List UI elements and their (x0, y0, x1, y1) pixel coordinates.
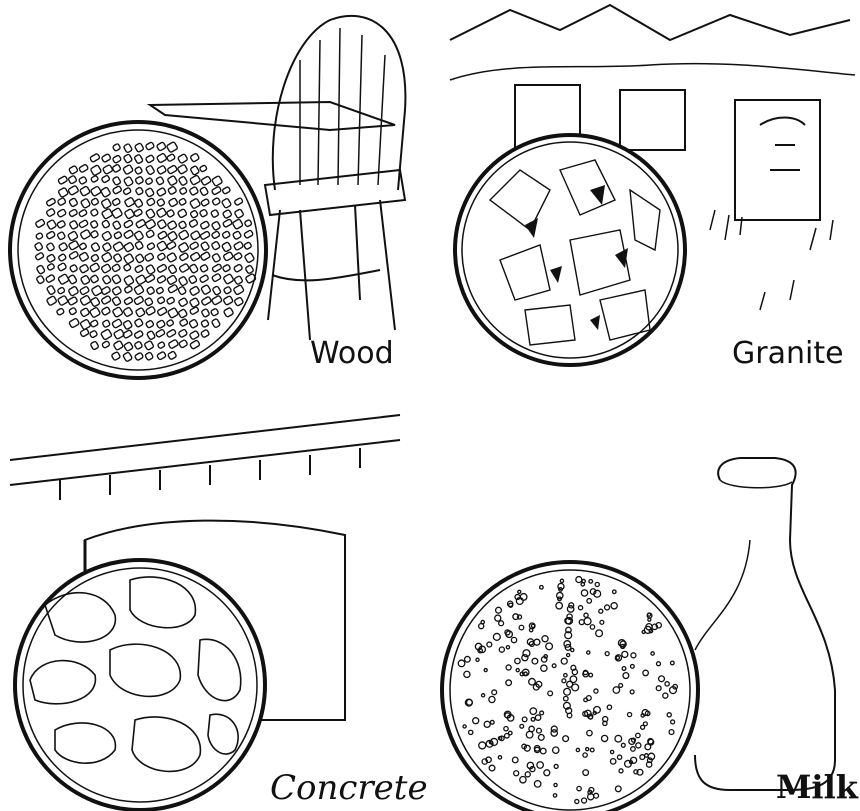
granite-label: Granite (732, 336, 844, 371)
chair-armrest (150, 102, 395, 130)
milk-illustration (430, 390, 860, 811)
wood-label: Wood (310, 336, 394, 371)
mountain-ridge (450, 5, 850, 40)
granite-illustration (430, 0, 860, 380)
headstone-2 (620, 90, 685, 150)
wood-panel: Wood (0, 0, 430, 380)
concrete-illustration (0, 390, 430, 811)
grass-strokes (710, 210, 833, 310)
concrete-panel: Concrete (0, 390, 430, 811)
milk-bottle (695, 458, 835, 790)
bridge-deck (10, 415, 400, 485)
granite-panel: Granite (430, 0, 860, 380)
wood-illustration (0, 0, 430, 380)
concrete-label: Concrete (270, 768, 428, 808)
milk-label: Milk (776, 768, 858, 806)
chair-seat (265, 170, 405, 215)
milk-panel: Milk (430, 390, 860, 811)
concrete-magnifier-circle (15, 560, 265, 810)
